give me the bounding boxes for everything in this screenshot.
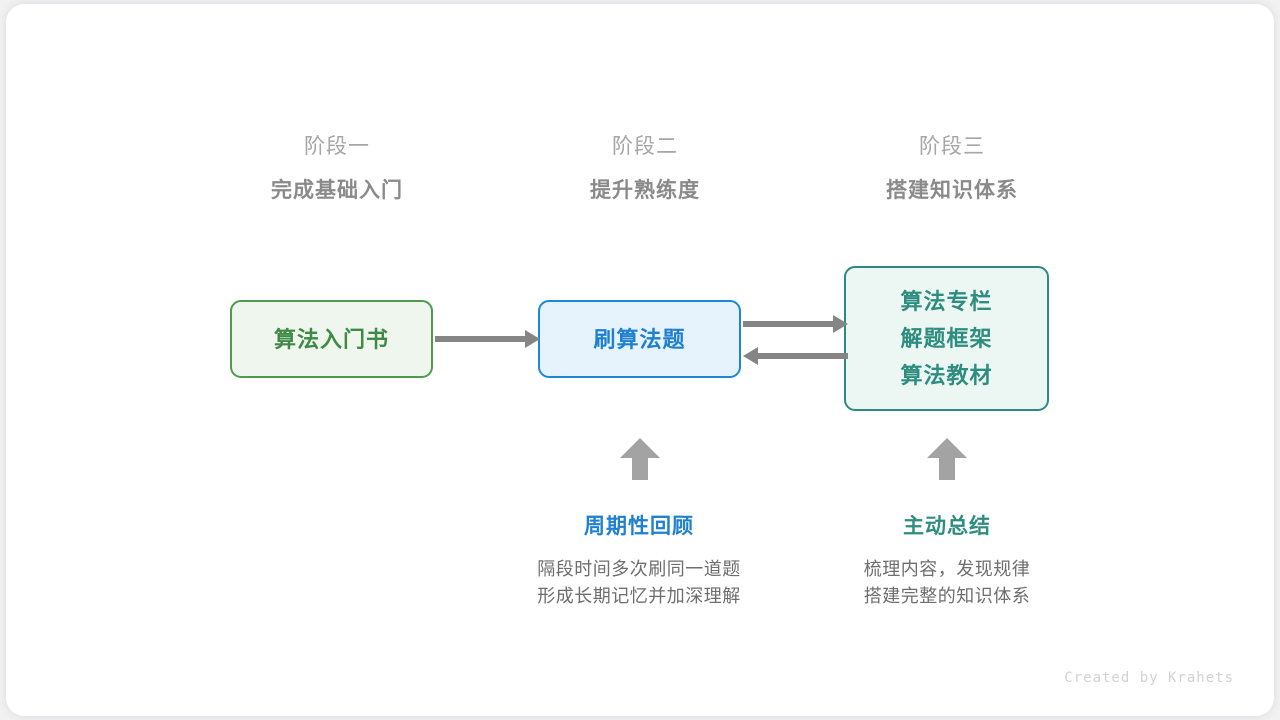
node-intro-book[interactable]: 算法入门书 xyxy=(230,300,433,378)
arrow-head-up xyxy=(620,438,660,458)
arrow-shaft xyxy=(743,321,835,327)
stage-header-3: 阶段三 搭建知识体系 xyxy=(802,132,1102,207)
annotation-active-summary: 主动总结 梳理内容，发现规律 搭建完整的知识体系 xyxy=(767,512,1127,610)
annotation-active-summary-body-line-2: 搭建完整的知识体系 xyxy=(863,586,1031,606)
annotation-active-summary-title: 主动总结 xyxy=(903,515,991,538)
node-practice-problems[interactable]: 刷算法题 xyxy=(538,300,741,378)
stage-1-kicker: 阶段一 xyxy=(304,135,370,158)
node-intro-book-line-1: 算法入门书 xyxy=(273,326,389,352)
page-card: 阶段一 完成基础入门 阶段二 提升熟练度 阶段三 搭建知识体系 算法入门书 刷算… xyxy=(6,4,1274,716)
arrow-summary-up-icon xyxy=(927,438,967,480)
stage-2-title: 提升熟练度 xyxy=(590,179,700,202)
arrow-practice-to-resources-icon xyxy=(743,314,848,334)
footer-credit: Created by Krahets xyxy=(1064,670,1234,686)
annotation-periodic-review-body-line-2: 形成长期记忆并加深理解 xyxy=(537,586,741,606)
stage-3-kicker: 阶段三 xyxy=(919,135,985,158)
node-learning-resources-line-1: 算法专栏 xyxy=(900,289,993,314)
arrow-head-right xyxy=(833,315,848,333)
arrow-head-up xyxy=(927,438,967,458)
arrow-resources-to-practice-icon xyxy=(743,346,848,366)
arrow-review-up-icon xyxy=(620,438,660,480)
arrow-head-left xyxy=(743,347,758,365)
arrow-stem xyxy=(632,457,648,480)
node-learning-resources[interactable]: 算法专栏 解题框架 算法教材 xyxy=(844,266,1049,411)
node-learning-resources-line-2: 解题框架 xyxy=(900,326,993,351)
annotation-periodic-review-body-line-1: 隔段时间多次刷同一道题 xyxy=(537,559,741,579)
stage-header-2: 阶段二 提升熟练度 xyxy=(495,132,795,207)
annotation-periodic-review-title: 周期性回顾 xyxy=(584,515,694,538)
node-practice-problems-line-1: 刷算法题 xyxy=(593,326,686,352)
node-learning-resources-line-3: 算法教材 xyxy=(900,363,993,388)
annotation-periodic-review: 周期性回顾 隔段时间多次刷同一道题 形成长期记忆并加深理解 xyxy=(459,512,819,610)
stage-3-title: 搭建知识体系 xyxy=(886,179,1018,202)
arrow-shaft xyxy=(756,353,848,359)
stage-1-title: 完成基础入门 xyxy=(271,179,403,202)
arrow-stem xyxy=(939,457,955,480)
arrow-head-right xyxy=(525,330,540,348)
arrow-book-to-practice-icon xyxy=(435,329,540,349)
arrow-shaft xyxy=(435,336,527,342)
stage-2-kicker: 阶段二 xyxy=(612,135,678,158)
stage-header-1: 阶段一 完成基础入门 xyxy=(187,132,487,207)
annotation-active-summary-body-line-1: 梳理内容，发现规律 xyxy=(863,559,1031,579)
